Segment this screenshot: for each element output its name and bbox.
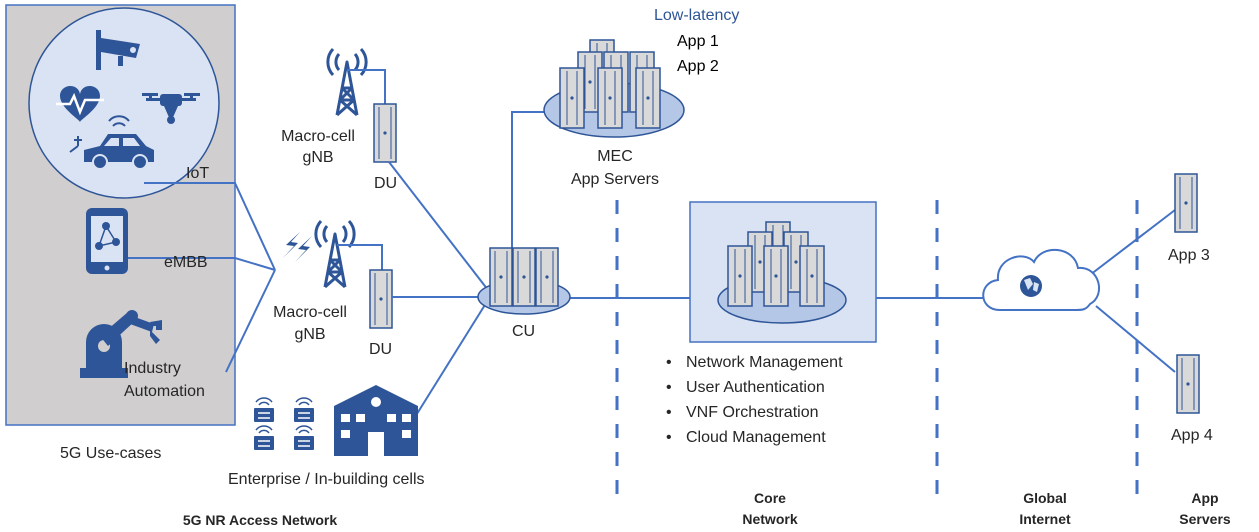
small-cell-icon — [293, 397, 315, 423]
app-servers-section-title-line2: Servers — [1179, 511, 1231, 527]
app4-label: App 4 — [1171, 427, 1213, 444]
du-1-label: DU — [374, 175, 398, 192]
access-network-title: 5G NR Access Network — [182, 512, 338, 528]
core-function-item: User Authentication — [660, 375, 843, 400]
du-rack-icon — [369, 269, 393, 329]
mec-app-servers-label: App Servers — [570, 171, 660, 188]
access-to-cu-links — [388, 111, 1176, 426]
cu-node — [477, 247, 571, 315]
app-servers-section-title: App — [1191, 490, 1219, 506]
enterprise-label: Enterprise / In-building cells — [228, 471, 425, 488]
small-cell-icon — [253, 425, 275, 451]
heart-rate-icon — [56, 85, 104, 122]
app3-label: App 3 — [1168, 247, 1210, 264]
use-case-links — [128, 182, 276, 373]
macro-cell-tower-icon — [314, 219, 356, 289]
macro-cell-1-gnb-label: gNB — [302, 149, 334, 166]
app2-label: App 2 — [677, 58, 719, 75]
macro-cell-tower-icon — [326, 47, 368, 117]
mec-server-cluster — [543, 39, 685, 138]
du-rack-icon — [373, 103, 397, 163]
mec-label: MEC — [597, 148, 633, 165]
app3-server-icon — [1174, 173, 1198, 233]
cloud-icon — [982, 248, 1100, 311]
industry-label: Industry — [124, 360, 181, 377]
internet-section-title-line2: Internet — [1019, 511, 1071, 527]
small-cell-icon — [293, 425, 315, 451]
cctv-camera-icon — [96, 30, 140, 70]
cu-label: CU — [512, 323, 536, 340]
low-latency-title: Low-latency — [654, 7, 740, 24]
macro-cell-2-label: Macro-cell — [273, 304, 347, 321]
tower-du-links — [337, 69, 386, 270]
internet-section-title: Global — [1023, 490, 1067, 506]
app1-label: App 1 — [677, 33, 719, 50]
drone-icon — [142, 93, 200, 124]
macro-cell-1-label: Macro-cell — [281, 128, 355, 145]
app4-server-icon — [1176, 354, 1200, 414]
core-section-title: Core — [754, 490, 786, 506]
core-function-item: Network Management — [660, 350, 843, 375]
core-section-title-line2: Network — [742, 511, 798, 527]
smartphone-icon — [86, 208, 128, 274]
section-dividers — [615, 200, 1139, 500]
core-function-item: Cloud Management — [660, 425, 843, 450]
macro-cell-2-gnb-label: gNB — [294, 326, 326, 343]
core-function-item: VNF Orchestration — [660, 400, 843, 425]
core-server-cluster — [717, 221, 847, 324]
connected-car-icon — [69, 115, 154, 170]
globe-icon — [1020, 275, 1042, 297]
use-cases-caption: 5G Use-cases — [60, 445, 162, 462]
small-cell-icon — [253, 397, 275, 423]
robot-arm-icon — [80, 310, 162, 378]
core-functions-list: Network Management User Authentication V… — [660, 350, 843, 450]
iot-circle — [28, 7, 220, 199]
du-2-label: DU — [369, 341, 393, 358]
wireless-signal-icon — [283, 232, 312, 262]
building-icon — [334, 385, 418, 456]
automation-label: Automation — [124, 383, 205, 400]
iot-label: IoT — [186, 165, 210, 182]
embb-label: eMBB — [164, 254, 208, 271]
